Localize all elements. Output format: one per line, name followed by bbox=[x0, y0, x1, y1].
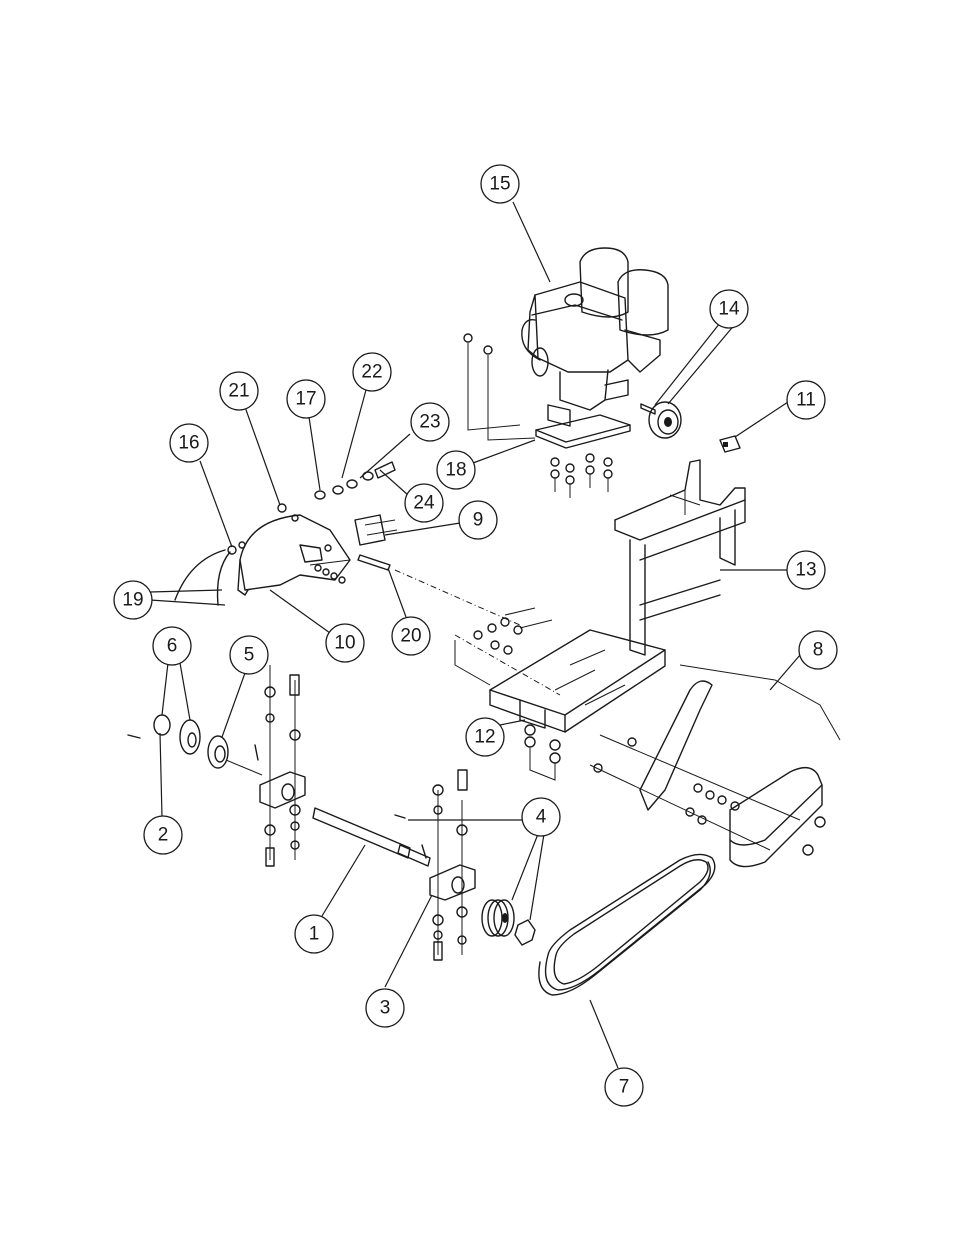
callout-13: 13 bbox=[786, 550, 826, 590]
callout-24: 24 bbox=[404, 483, 444, 523]
callout-14: 14 bbox=[709, 289, 749, 329]
callout-3: 3 bbox=[365, 988, 405, 1028]
callout-22: 22 bbox=[352, 352, 392, 392]
callout-15: 15 bbox=[480, 164, 520, 204]
handle-frame bbox=[614, 459, 746, 656]
callout-10: 10 bbox=[325, 623, 365, 663]
engine-assembly bbox=[463, 247, 669, 498]
leader-lines bbox=[149, 201, 801, 1069]
callout-label: 23 bbox=[419, 412, 440, 433]
callout-label: 19 bbox=[122, 590, 143, 611]
callout-9: 9 bbox=[458, 500, 498, 540]
callout-8: 8 bbox=[798, 630, 838, 670]
callout-4: 4 bbox=[521, 797, 561, 837]
callout-label: 7 bbox=[619, 1077, 630, 1098]
callout-5: 5 bbox=[229, 635, 269, 675]
callout-label: 8 bbox=[813, 640, 824, 661]
callouts: 15 14 11 22 21 17 23 16 18 24 9 13 19 10… bbox=[113, 164, 838, 1107]
callout-label: 2 bbox=[158, 825, 169, 846]
callout-7: 7 bbox=[604, 1067, 644, 1107]
callout-label: 18 bbox=[445, 460, 466, 481]
callout-19: 19 bbox=[113, 580, 153, 620]
callout-16: 16 bbox=[169, 423, 209, 463]
callout-label: 14 bbox=[718, 299, 740, 320]
callout-label: 10 bbox=[334, 633, 355, 654]
callout-label: 12 bbox=[474, 727, 495, 748]
callout-label: 11 bbox=[796, 390, 816, 411]
callout-label: 1 bbox=[309, 924, 320, 945]
callout-label: 4 bbox=[536, 807, 547, 828]
callout-11: 11 bbox=[786, 380, 826, 420]
callout-label: 16 bbox=[178, 433, 199, 454]
callout-20: 20 bbox=[391, 616, 431, 656]
callout-label: 5 bbox=[244, 645, 255, 666]
callout-label: 24 bbox=[413, 493, 435, 514]
callout-12: 12 bbox=[465, 717, 505, 757]
callout-21: 21 bbox=[219, 371, 259, 411]
callout-label: 15 bbox=[489, 174, 510, 195]
belt-guard bbox=[589, 664, 841, 868]
engine-pulley bbox=[640, 401, 682, 439]
base-frame bbox=[454, 607, 666, 781]
arbor-shaft-assembly bbox=[127, 665, 536, 961]
v-belts bbox=[538, 853, 716, 996]
callout-label: 21 bbox=[228, 381, 249, 402]
callout-18: 18 bbox=[436, 450, 476, 490]
callout-label: 20 bbox=[400, 626, 421, 647]
callout-label: 22 bbox=[361, 362, 382, 383]
callout-17: 17 bbox=[286, 379, 326, 419]
callout-label: 13 bbox=[795, 560, 816, 581]
callout-2: 2 bbox=[143, 815, 183, 855]
callout-1: 1 bbox=[294, 914, 334, 954]
callout-label: 6 bbox=[167, 636, 178, 657]
blade-guard bbox=[174, 461, 521, 626]
switch bbox=[719, 435, 741, 453]
callout-label: 3 bbox=[380, 998, 391, 1019]
callout-label: 17 bbox=[295, 389, 316, 410]
callout-23: 23 bbox=[410, 402, 450, 442]
callout-6: 6 bbox=[152, 626, 192, 666]
callout-label: 9 bbox=[473, 510, 484, 531]
